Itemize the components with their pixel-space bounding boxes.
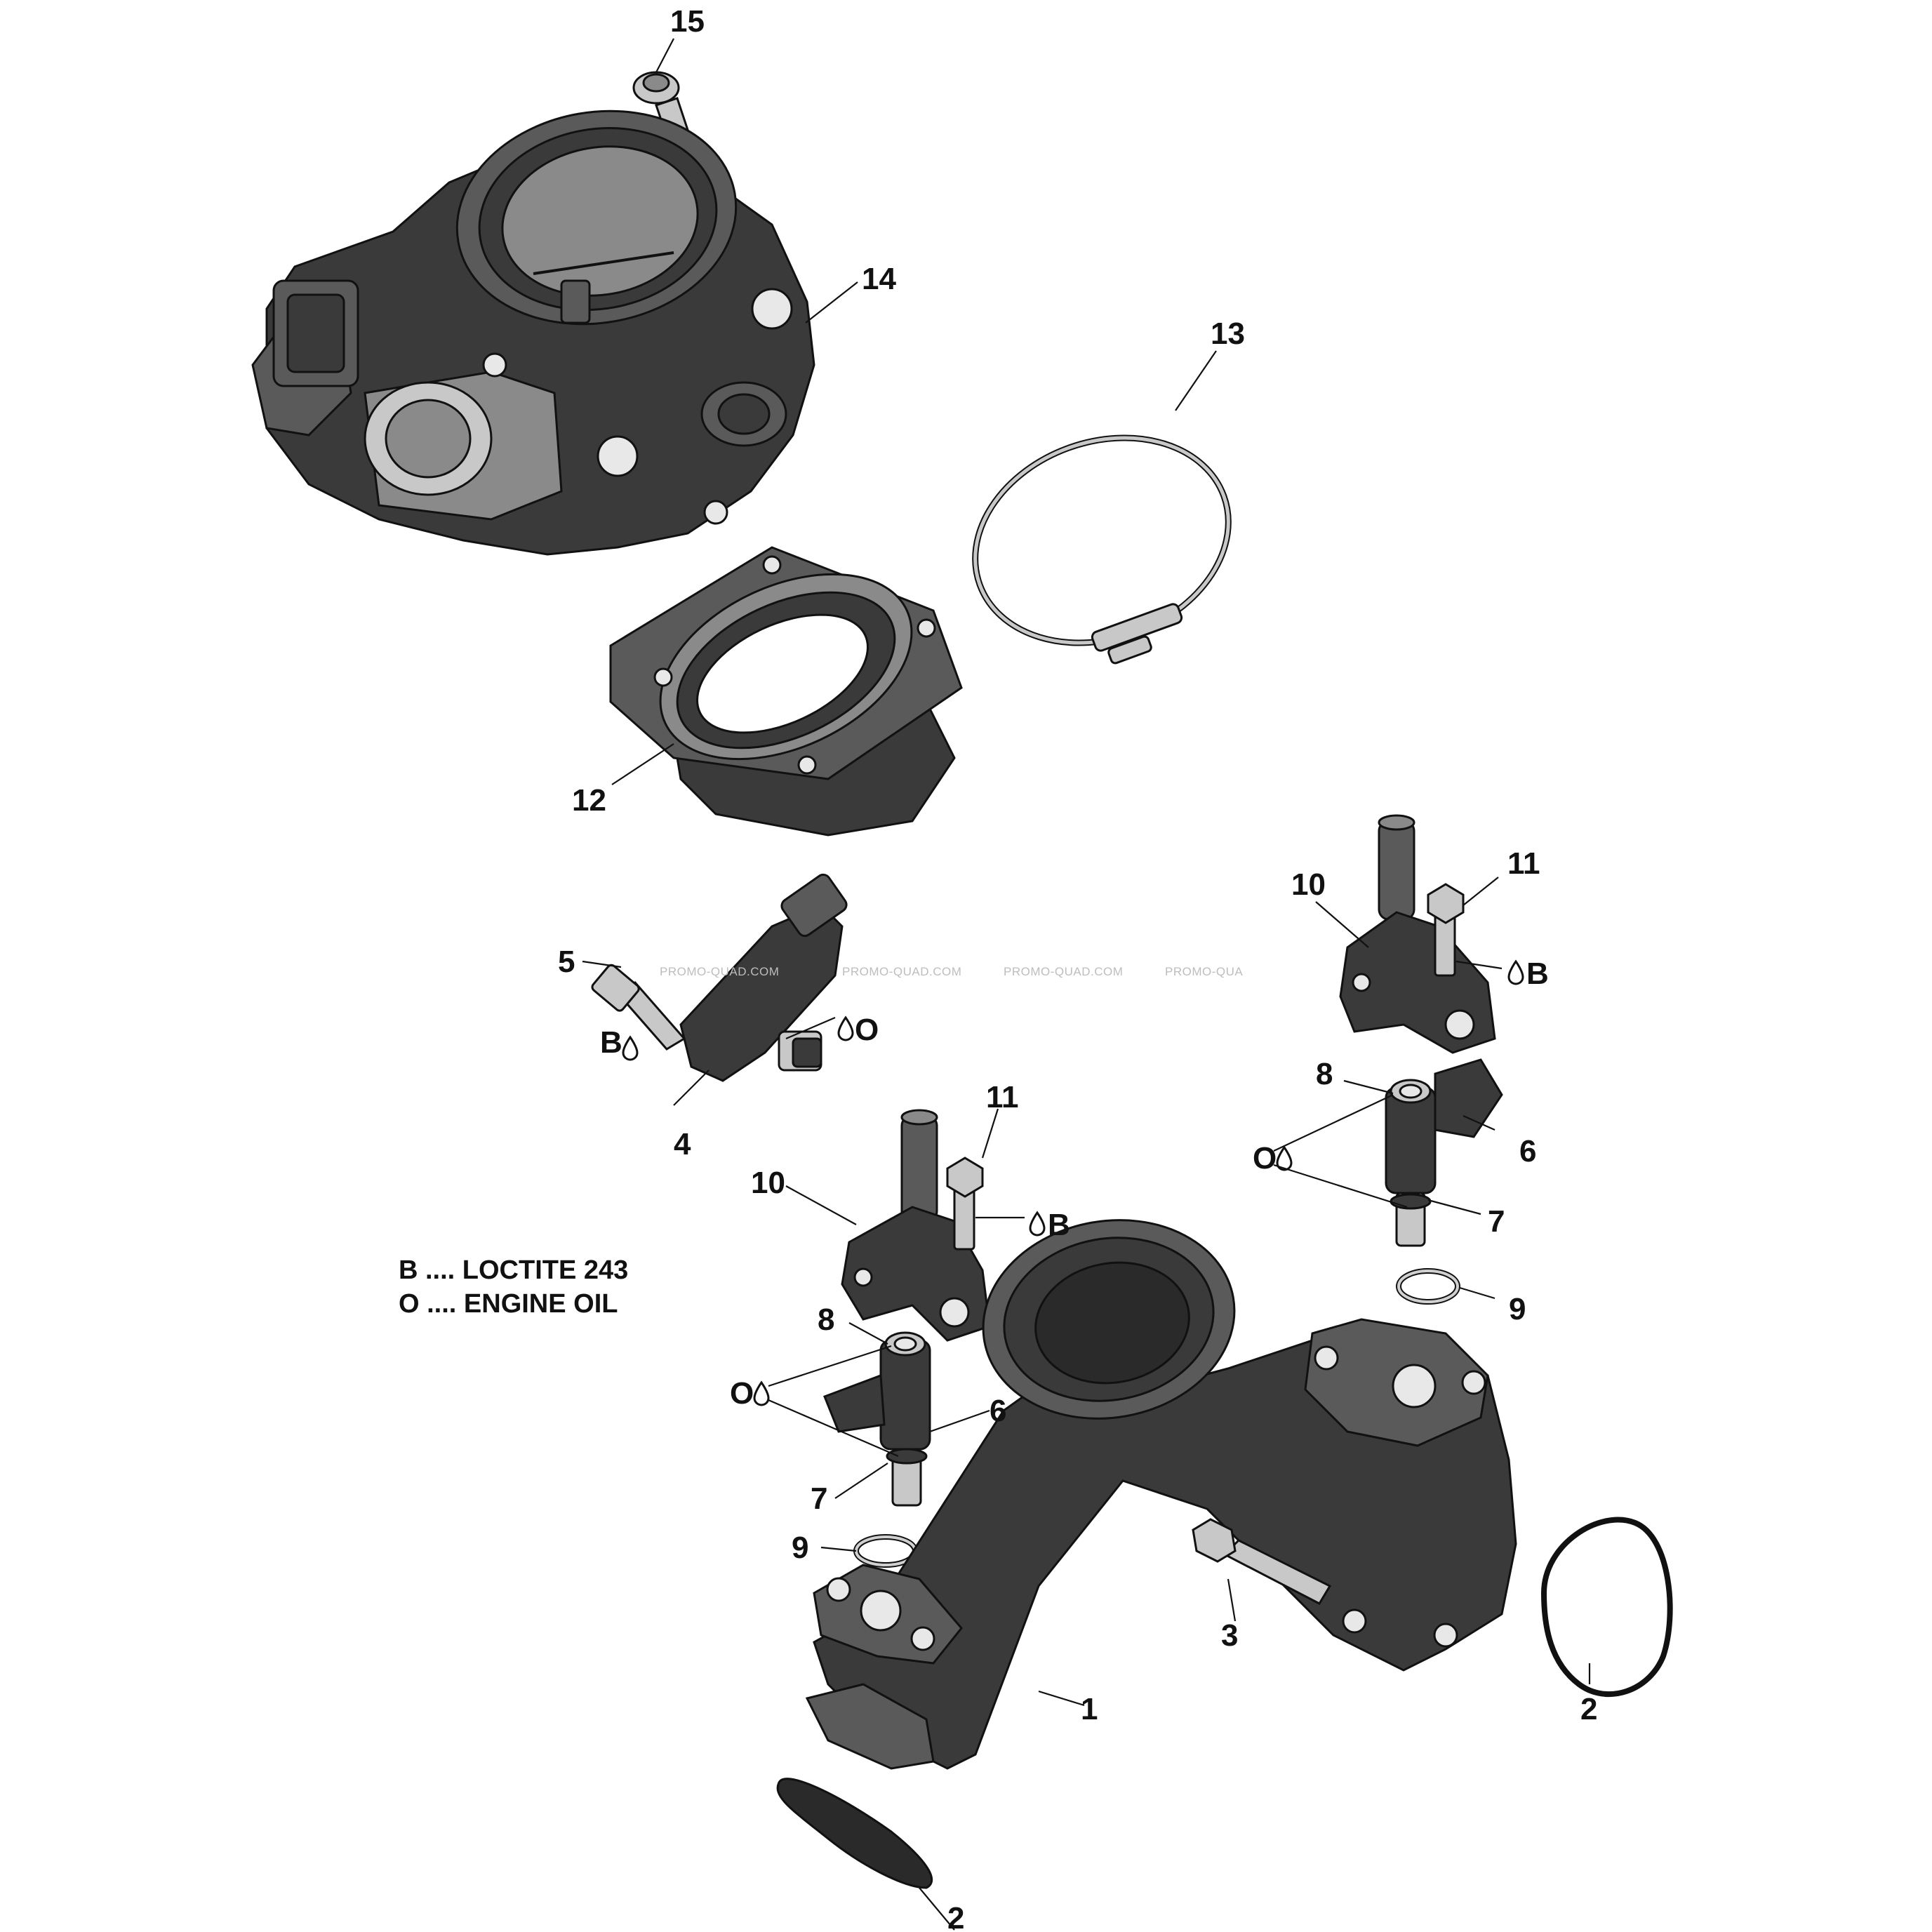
fuel-rail-10-upper	[1339, 814, 1496, 1054]
callout-7-upper: 7	[1488, 1204, 1505, 1239]
bolt-3	[1192, 1518, 1332, 1605]
callout-11-mid: 11	[986, 1080, 1019, 1114]
symbol-o-lower: O	[730, 1376, 754, 1411]
drop-icon	[753, 1380, 770, 1406]
gasket-2-right	[1540, 1517, 1673, 1698]
adaptor-12	[609, 546, 963, 837]
drop-icon	[1029, 1211, 1046, 1237]
drop-icon	[622, 1035, 639, 1061]
legend-loctite: B .... LOCTITE 243	[399, 1255, 628, 1285]
gasket-2-bottom	[776, 1778, 933, 1889]
callout-8-lower: 8	[818, 1303, 834, 1337]
callout-9-lower: 9	[792, 1531, 808, 1565]
symbol-o-upper-right: O	[1253, 1141, 1277, 1175]
throttle-body-14	[251, 109, 815, 556]
callouts: 15 14 13 12 5 4 10 11 8 6 7 9 11 10 8 6 …	[558, 4, 1597, 1932]
bolt-11-upper	[1427, 883, 1465, 977]
drop-icon	[1507, 959, 1524, 985]
callout-8-upper: 8	[1316, 1057, 1333, 1091]
callout-11-upper: 11	[1507, 846, 1540, 881]
callout-12: 12	[572, 783, 606, 818]
injector-6-upper	[1385, 1058, 1503, 1247]
symbol-b-left: B	[600, 1025, 622, 1060]
bolt-5	[591, 964, 686, 1051]
callout-9-upper: 9	[1509, 1292, 1526, 1326]
lubricant-symbols: B O B O B O	[600, 957, 1549, 1411]
callout-2-right: 2	[1580, 1692, 1597, 1726]
bolt-11-mid	[946, 1157, 984, 1251]
svg-text:PROMO-QUAD.COM: PROMO-QUAD.COM	[1004, 965, 1123, 978]
callout-6-upper: 6	[1519, 1134, 1536, 1168]
svg-text:PROMO-QUAD.COM: PROMO-QUAD.COM	[842, 965, 961, 978]
intake-manifold-1	[805, 1219, 1517, 1770]
symbol-b-upper-right: B	[1526, 957, 1549, 991]
sensor-4	[679, 873, 848, 1082]
callout-10-mid: 10	[751, 1166, 785, 1200]
legend-engine-oil: O .... ENGINE OIL	[399, 1289, 618, 1319]
clamp-13	[972, 434, 1232, 665]
drop-icon	[837, 1015, 854, 1041]
callout-7-lower: 7	[811, 1481, 827, 1516]
fuel-rail-10-mid	[841, 1109, 991, 1342]
leader-lines	[582, 38, 1591, 1931]
callout-2-bottom: 2	[947, 1901, 964, 1932]
injector-6-lower	[823, 1331, 931, 1507]
drop-icon	[1276, 1145, 1293, 1171]
watermark: PROMO-QUAD.COM PROMO-QUAD.COM PROMO-QUAD…	[660, 965, 1243, 978]
callout-10-upper: 10	[1291, 867, 1326, 902]
callout-13: 13	[1211, 317, 1245, 351]
svg-text:PROMO-QUAD.COM: PROMO-QUAD.COM	[660, 965, 779, 978]
callout-4: 4	[674, 1127, 691, 1161]
callout-1: 1	[1081, 1692, 1098, 1726]
legend: B .... LOCTITE 243 O .... ENGINE OIL	[399, 1255, 628, 1319]
symbol-o-sensor: O	[855, 1013, 879, 1047]
svg-text:PROMO-QUA: PROMO-QUA	[1165, 965, 1243, 978]
o-ring-9-upper	[1396, 1268, 1460, 1305]
callout-5: 5	[558, 945, 575, 979]
callout-6-lower: 6	[990, 1394, 1006, 1428]
callout-3: 3	[1221, 1618, 1238, 1653]
callout-15: 15	[670, 4, 705, 39]
callout-14: 14	[862, 262, 896, 296]
symbol-b-mid: B	[1048, 1208, 1070, 1242]
